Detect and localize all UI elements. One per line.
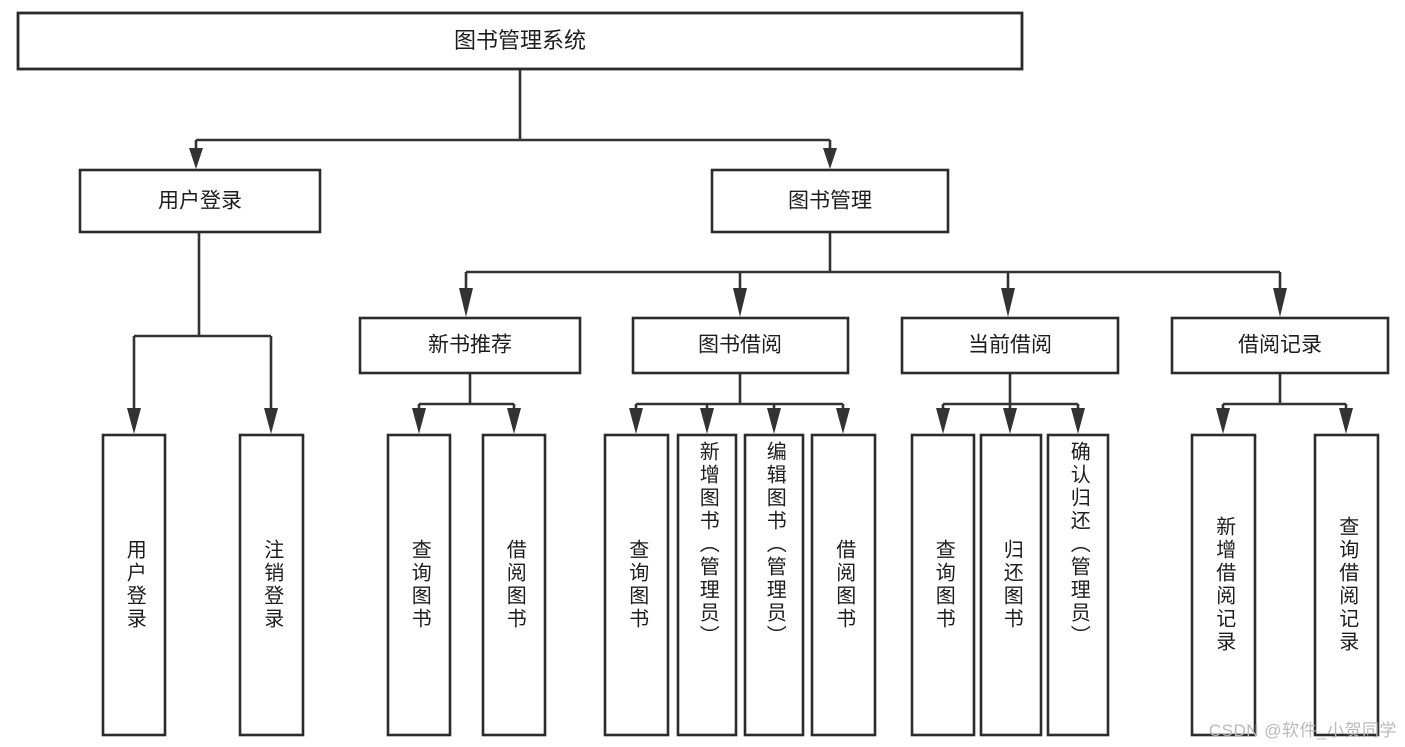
arrowhead-book-borrow [733,288,747,317]
node-leaf-return-book-box[interactable] [979,433,1043,737]
node-user-login[interactable]: 用户登录 [78,168,322,234]
node-book-manage-label: 图书管理 [788,190,872,213]
arrowhead-leaf-query-book-cur [936,408,950,434]
arrowhead-book-manage [823,148,837,169]
arrowhead-leaf-confirm-return-admin [1071,408,1085,434]
node-book-borrow-label: 图书借阅 [698,334,782,357]
arrowhead-leaf-query-borrow-record [1339,408,1353,434]
arrowhead-leaf-return-book [1003,408,1017,434]
node-book-borrow[interactable]: 图书借阅 [631,316,850,375]
node-user-login-label: 用户登录 [158,190,242,213]
node-book-manage-box[interactable] [710,168,950,234]
arrowhead-leaf-add-borrow-record [1216,408,1230,434]
node-leaf-user-login-box[interactable] [101,433,167,737]
arrowhead-leaf-borrow-book-rec [507,408,521,434]
node-current-borrow-box[interactable] [900,316,1120,375]
node-leaf-query-book-cur-box[interactable] [910,433,976,737]
connector-group-book-borrow [629,373,850,434]
node-new-book-recommend[interactable]: 新书推荐 [358,316,582,375]
arrowhead-leaf-add-book-admin [700,408,714,434]
node-leaf-add-book-admin-box[interactable] [676,433,738,737]
node-current-borrow[interactable]: 当前借阅 [900,316,1120,375]
node-borrow-record-box[interactable] [1170,316,1390,375]
node-borrow-record-label: 借阅记录 [1238,334,1322,357]
connector-group-current-borrow [936,373,1085,434]
node-leaf-borrow-book-rec-box[interactable] [481,433,547,737]
node-leaf-query-borrow-record-box[interactable] [1313,433,1380,737]
csdn-watermark: CSDN @软件_小贺同学 [1208,721,1397,740]
node-root-label: 图书管理系统 [454,28,586,53]
node-leaf-query-book-rec-box[interactable] [386,433,452,737]
node-leaf-borrow-book-box[interactable] [810,433,877,737]
node-user-login-box[interactable] [78,168,322,234]
connector-group-borrow-record [1216,373,1353,434]
connector-group-book-manage [459,232,1287,317]
arrowhead-current-borrow [1001,288,1015,317]
node-leaf-query-book-borrow-box[interactable] [603,433,670,737]
node-root-box[interactable] [16,11,1024,71]
arrowhead-leaf-borrow-book [836,408,850,434]
node-root[interactable]: 图书管理系统 [16,11,1024,71]
arrowhead-user-login [189,148,203,169]
node-leaf-edit-book-admin-box[interactable] [743,433,805,737]
connector-group-user-login [127,232,278,434]
arrowhead-leaf-edit-book-admin [767,408,781,434]
arrowhead-leaf-user-login [127,408,141,434]
node-borrow-record[interactable]: 借阅记录 [1170,316,1390,375]
node-book-manage[interactable]: 图书管理 [710,168,950,234]
node-new-book-recommend-label: 新书推荐 [428,334,512,357]
arrowhead-leaf-query-book-rec [412,408,426,434]
node-leaf-logout-box[interactable] [238,433,305,737]
arrowhead-leaf-logout [264,408,278,434]
arrowhead-new-book-recommend [459,288,473,317]
node-book-borrow-box[interactable] [631,316,850,375]
node-new-book-recommend-box[interactable] [358,316,582,375]
node-leaf-confirm-return-admin-box[interactable] [1046,433,1110,737]
connector-group-new-book-recommend [412,373,521,434]
node-current-borrow-label: 当前借阅 [968,334,1052,357]
connector-group-root [189,69,837,169]
arrowhead-borrow-record [1273,288,1287,317]
node-leaf-add-borrow-record-box[interactable] [1190,433,1257,737]
arrowhead-leaf-query-book-borrow [629,408,643,434]
